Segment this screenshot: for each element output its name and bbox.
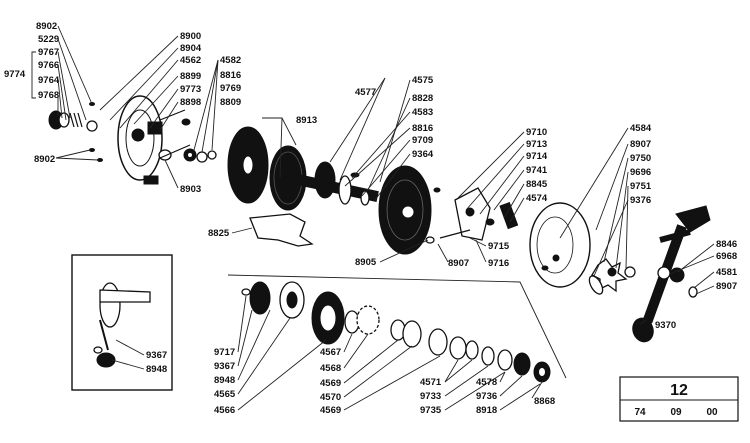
part-label: 4581 xyxy=(716,267,738,278)
part-label: 8903 xyxy=(180,184,201,195)
part-label: 9364 xyxy=(412,149,434,160)
part-label: 8816 xyxy=(220,70,241,81)
part-label: 9716 xyxy=(488,258,509,269)
part-label: 8905 xyxy=(355,257,377,268)
part-label: 9715 xyxy=(488,241,510,252)
part-label: 4567 xyxy=(320,347,341,358)
spool-right-flange xyxy=(378,165,441,255)
gear-train xyxy=(241,281,551,383)
crank-handle xyxy=(632,205,711,343)
part-label: 4565 xyxy=(214,389,236,400)
part-label: 4582 xyxy=(220,55,241,66)
part-label: 8828 xyxy=(412,93,433,104)
left-cap-assembly xyxy=(48,102,103,162)
part-label: 4575 xyxy=(412,75,434,86)
part-label: 4571 xyxy=(420,377,442,388)
part-label: 8868 xyxy=(534,396,555,407)
part-label: 9735 xyxy=(420,405,442,416)
part-label: 4578 xyxy=(476,377,497,388)
part-label: 4569 xyxy=(320,405,341,416)
plate-code-3: 00 xyxy=(706,407,718,418)
part-label: 8904 xyxy=(180,43,202,54)
part-label: 8902 xyxy=(34,154,55,165)
plate-number-box: 12 74 09 00 xyxy=(619,376,739,422)
part-label: 9769 xyxy=(220,83,241,94)
part-label: 8845 xyxy=(526,179,548,190)
part-label: 4577 xyxy=(355,87,376,98)
part-labels: 8902 5229 9767 9766 9774 9764 9768 8902 … xyxy=(4,21,738,416)
part-label: 8902 xyxy=(36,21,57,32)
spool-shaft-assembly xyxy=(297,161,379,206)
part-label: 9774 xyxy=(4,69,26,80)
part-label: 8899 xyxy=(180,71,201,82)
part-label: 9773 xyxy=(180,84,201,95)
inset-panel xyxy=(71,254,173,391)
part-label: 8846 xyxy=(716,239,737,250)
part-label: 4584 xyxy=(630,123,652,134)
part-label: 9736 xyxy=(476,391,497,402)
part-label: 9370 xyxy=(655,320,676,331)
part-label: 4566 xyxy=(214,405,235,416)
part-label: 9714 xyxy=(526,151,548,162)
part-label: 9768 xyxy=(38,90,59,101)
part-label: 9367 xyxy=(146,350,167,361)
part-label: 6968 xyxy=(716,251,737,262)
part-label: 5229 xyxy=(38,34,59,45)
drag-washers xyxy=(183,148,217,163)
part-label: 8907 xyxy=(630,139,651,150)
plate-code-2: 09 xyxy=(670,407,682,418)
part-label: 4570 xyxy=(320,392,341,403)
part-label: 9376 xyxy=(630,195,651,206)
star-drag xyxy=(588,258,636,295)
part-label: 8907 xyxy=(716,281,737,292)
leader-lines xyxy=(31,25,715,411)
part-label: 8898 xyxy=(180,97,201,108)
part-label: 9717 xyxy=(214,347,235,358)
part-label: 4568 xyxy=(320,363,341,374)
part-label: 8907 xyxy=(448,258,469,269)
right-end-plate xyxy=(529,202,591,288)
part-label: 8948 xyxy=(214,375,235,386)
part-label: 8948 xyxy=(146,364,167,375)
part-label: 4583 xyxy=(412,107,433,118)
part-label: 9367 xyxy=(214,361,235,372)
part-label: 9750 xyxy=(630,153,651,164)
part-label: 9696 xyxy=(630,167,651,178)
spool-left-flange xyxy=(227,126,307,211)
part-label: 9713 xyxy=(526,139,547,150)
part-label: 9766 xyxy=(38,60,59,71)
part-label: 4574 xyxy=(526,193,548,204)
part-label: 8918 xyxy=(476,405,497,416)
part-label: 9751 xyxy=(630,181,652,192)
part-label: 9767 xyxy=(38,47,59,58)
part-label: 8825 xyxy=(208,228,230,239)
part-label: 8809 xyxy=(220,97,241,108)
level-wind-bracket xyxy=(439,187,519,241)
clip-8825 xyxy=(249,213,314,247)
side-plate-left xyxy=(117,95,191,185)
plate-code-1: 74 xyxy=(634,407,646,418)
part-label: 9733 xyxy=(420,391,441,402)
part-label: 4562 xyxy=(180,55,201,66)
plate-number: 12 xyxy=(670,382,688,399)
part-label: 8913 xyxy=(296,115,317,126)
part-label: 9764 xyxy=(38,75,60,86)
part-label: 9741 xyxy=(526,165,548,176)
part-label: 4569 xyxy=(320,378,341,389)
part-label: 8816 xyxy=(412,123,433,134)
part-label: 9710 xyxy=(526,127,547,138)
part-label: 8900 xyxy=(180,31,201,42)
part-label: 9709 xyxy=(412,135,433,146)
